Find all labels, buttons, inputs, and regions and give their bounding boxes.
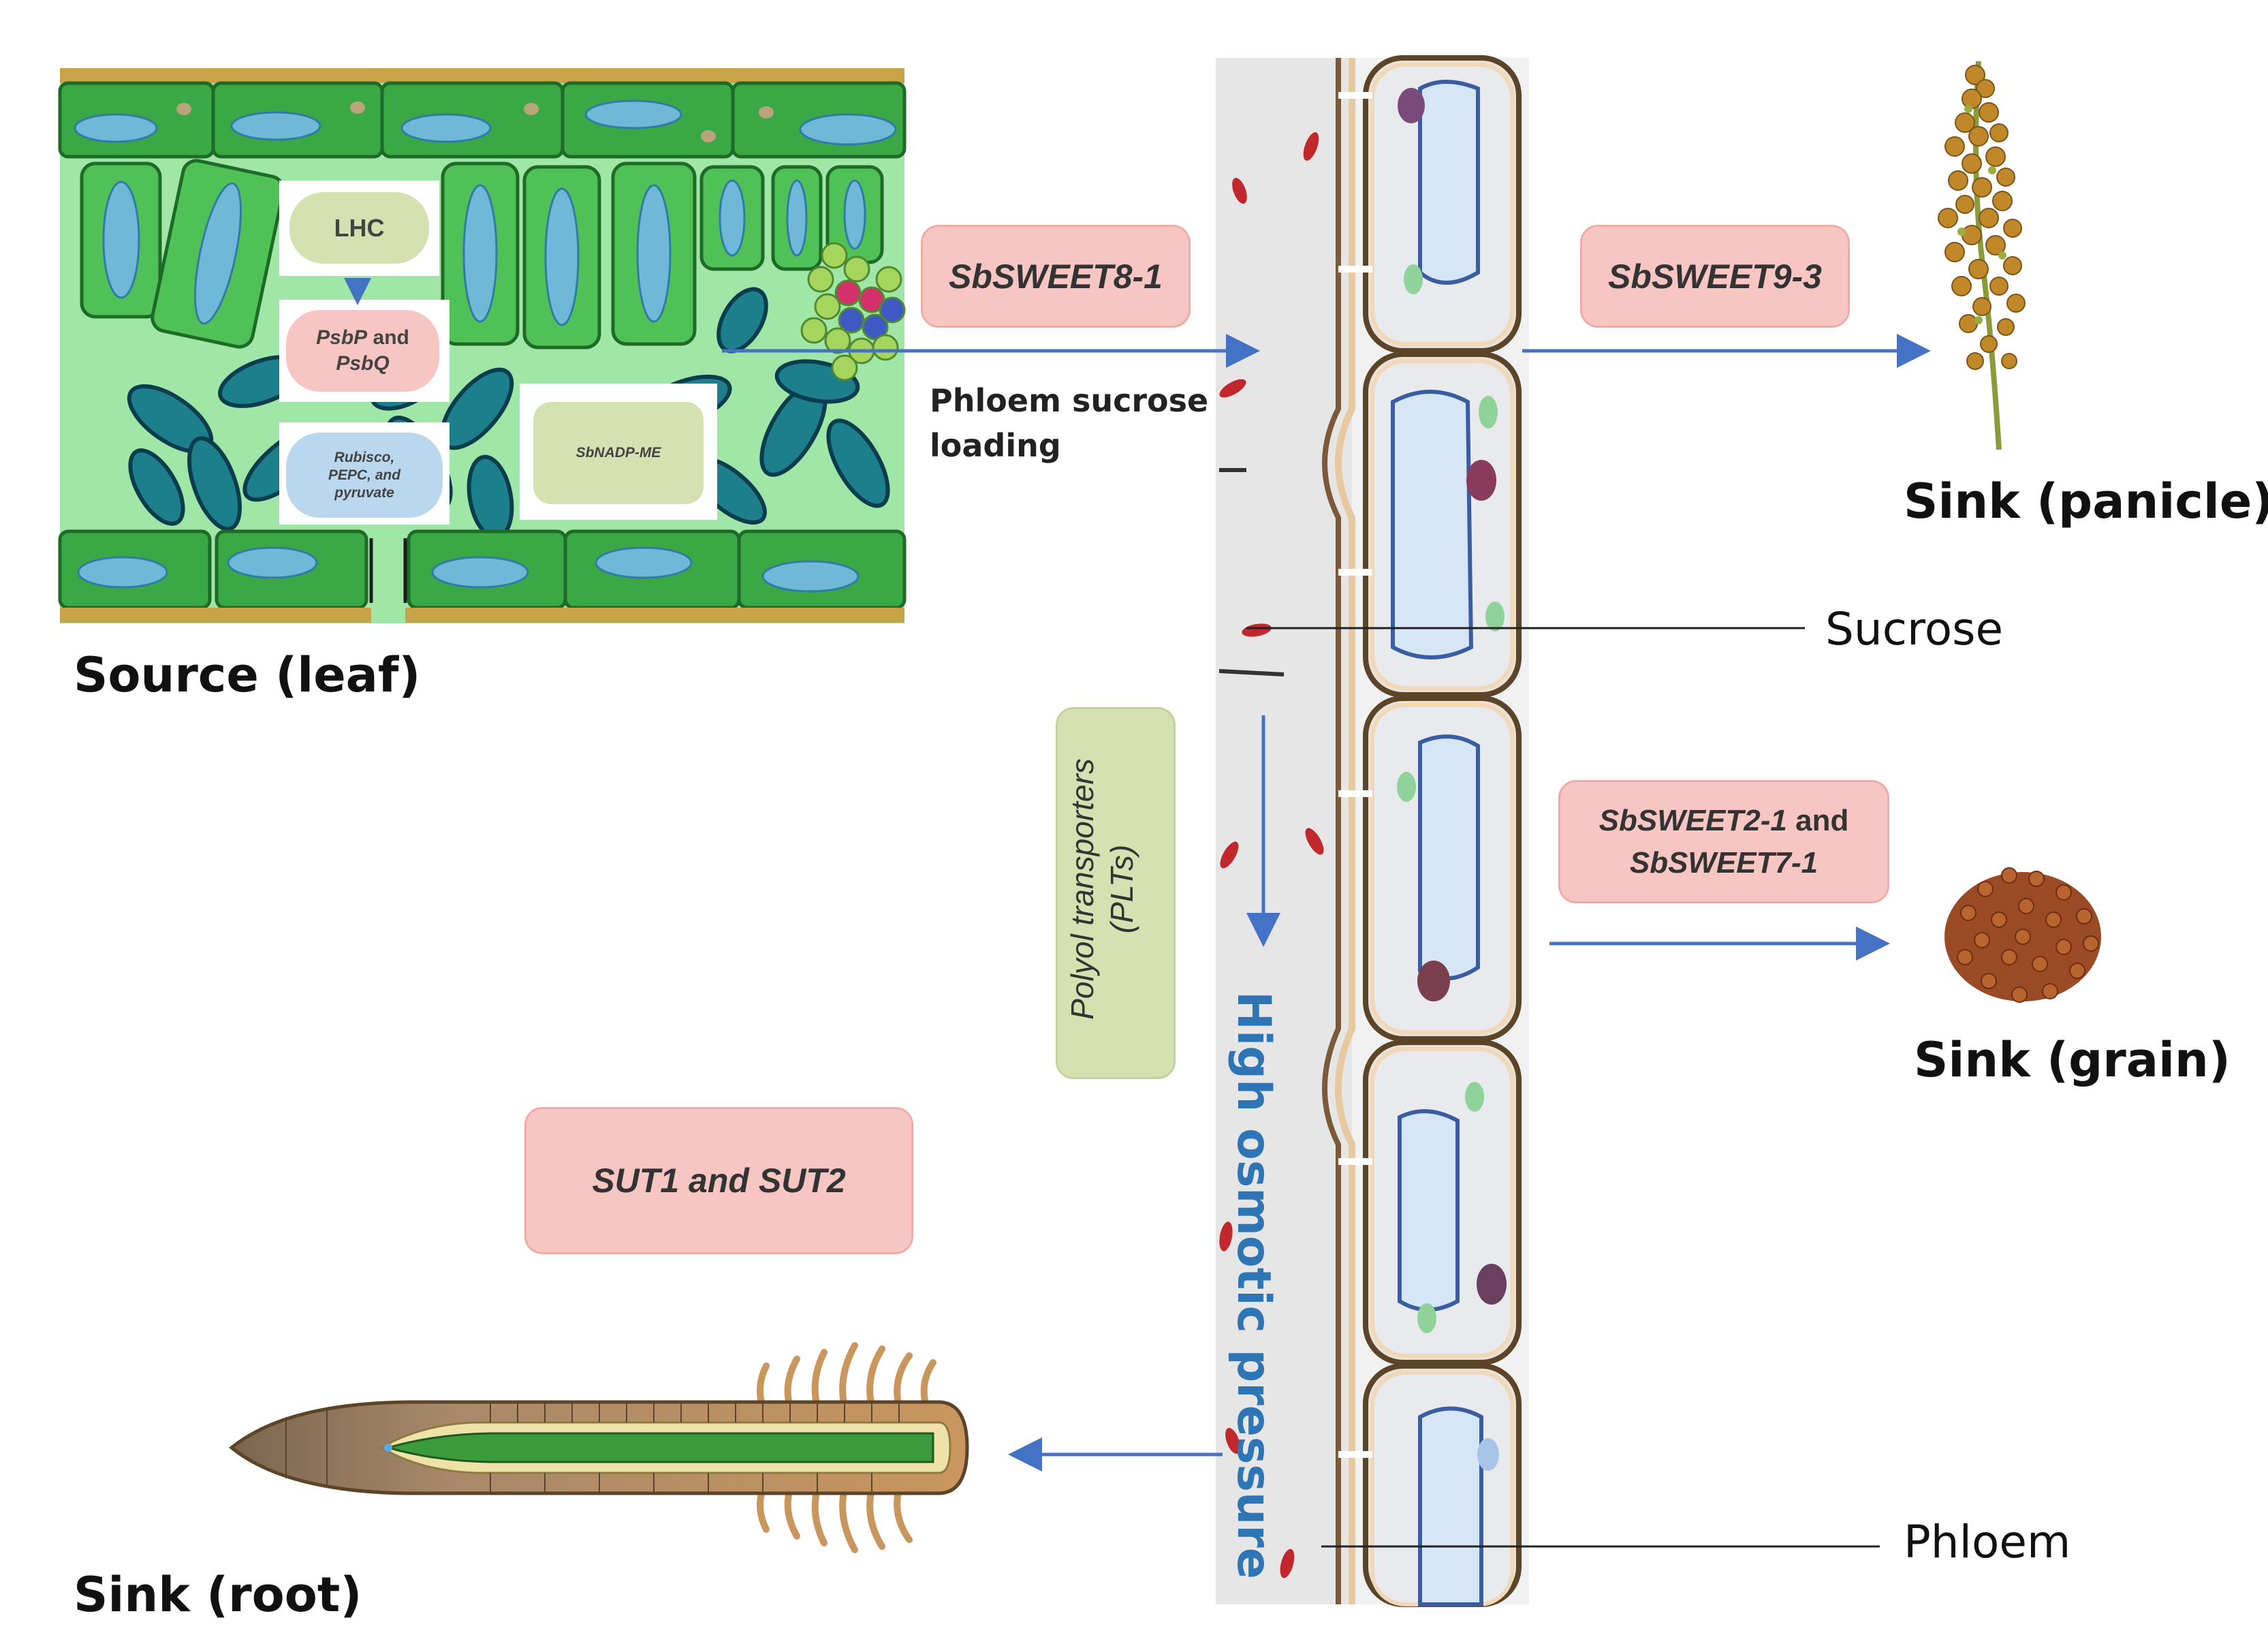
companion-cells <box>1363 55 1522 1607</box>
sink-grain-label: Sink (grain) <box>1914 1032 2231 1088</box>
leaf-cross-section <box>58 68 907 623</box>
sucrose-molecules <box>1219 132 1324 1578</box>
rubisco-line3: pyruvate <box>334 484 394 501</box>
sbsweet2-1-line: SbSWEET2-1 and <box>1599 800 1849 842</box>
upper-epidermis <box>58 81 907 159</box>
sbsweet2-1-7-1-box: SbSWEET2-1 and SbSWEET7-1 <box>1558 780 1889 903</box>
high-osmotic-pressure-label: High osmotic pressure <box>1227 991 1280 1579</box>
sbsweet-and-label: and <box>1795 803 1849 837</box>
polyol-line2: (PLTs) <box>1104 844 1139 934</box>
grain-pile-illustration <box>1944 867 2101 1003</box>
plasmodesmata <box>1338 92 1372 1458</box>
psbp-psbq-box: PsbP and PsbQ <box>286 310 439 392</box>
sink-panicle-label: Sink (panicle) <box>1904 473 2268 529</box>
sbsweet8-1-label: SbSWEET8-1 <box>949 257 1163 296</box>
sbsweet2-1-label: SbSWEET2-1 <box>1598 803 1787 837</box>
phloem-sieve-tube <box>1216 55 1529 1607</box>
vascular-bundle <box>800 242 906 382</box>
phloem-loading-line2: loading <box>930 427 1061 464</box>
sut1-label: SUT1 <box>592 1162 680 1200</box>
polyol-transporters-box <box>1056 707 1176 1079</box>
sut1-sut2-box: SUT1 and SUT2 <box>524 1107 913 1254</box>
rubisco-line1: Rubisco, <box>334 449 395 465</box>
root-illustration <box>229 1342 969 1553</box>
sbsweet9-3-box: SbSWEET9-3 <box>1580 225 1850 328</box>
polyol-transporters-label: Polyol transporters (PLTs) <box>1062 719 1141 1059</box>
sut-and-label: and <box>689 1162 749 1200</box>
rubisco-line2: PEPC, and <box>328 467 401 483</box>
sieve-plate-marks <box>1218 468 1285 676</box>
polyol-line1: Polyol transporters <box>1065 758 1100 1020</box>
lower-epidermis <box>58 529 907 610</box>
lhc-box: LHC <box>289 192 429 264</box>
sink-root-label: Sink (root) <box>74 1567 362 1623</box>
leader-lines <box>1246 627 1880 1548</box>
sbnadp-me-box: SbNADP-ME <box>533 402 704 504</box>
panicle-illustration <box>1938 61 2026 450</box>
lhc-label: LHC <box>334 213 385 242</box>
psbp-line: PsbP and <box>316 325 409 351</box>
palisade-mesophyll <box>80 159 884 349</box>
sbsweet9-3-label: SbSWEET9-3 <box>1608 257 1822 296</box>
sbsweet7-1-label: SbSWEET7-1 <box>1629 845 1818 880</box>
source-leaf-label: Source (leaf) <box>74 647 421 703</box>
psbq-label: PsbQ <box>336 352 390 375</box>
flow-arrows <box>722 334 1931 1472</box>
sut2-label: SUT2 <box>758 1162 846 1200</box>
rubisco-pepc-box: Rubisco, PEPC, and pyruvate <box>286 433 443 518</box>
sucrose-label: Sucrose <box>1825 603 2004 655</box>
phloem-loading-label: Phloem sucrose loading <box>930 378 1208 468</box>
psbp-and-label: and <box>373 326 409 349</box>
sbsweet8-1-box: SbSWEET8-1 <box>921 225 1191 328</box>
phloem-label: Phloem <box>1904 1516 2071 1568</box>
psbp-label: PsbP <box>316 326 368 349</box>
sbnadp-me-label: SbNADP-ME <box>576 445 661 461</box>
phloem-loading-line1: Phloem sucrose <box>930 382 1209 419</box>
